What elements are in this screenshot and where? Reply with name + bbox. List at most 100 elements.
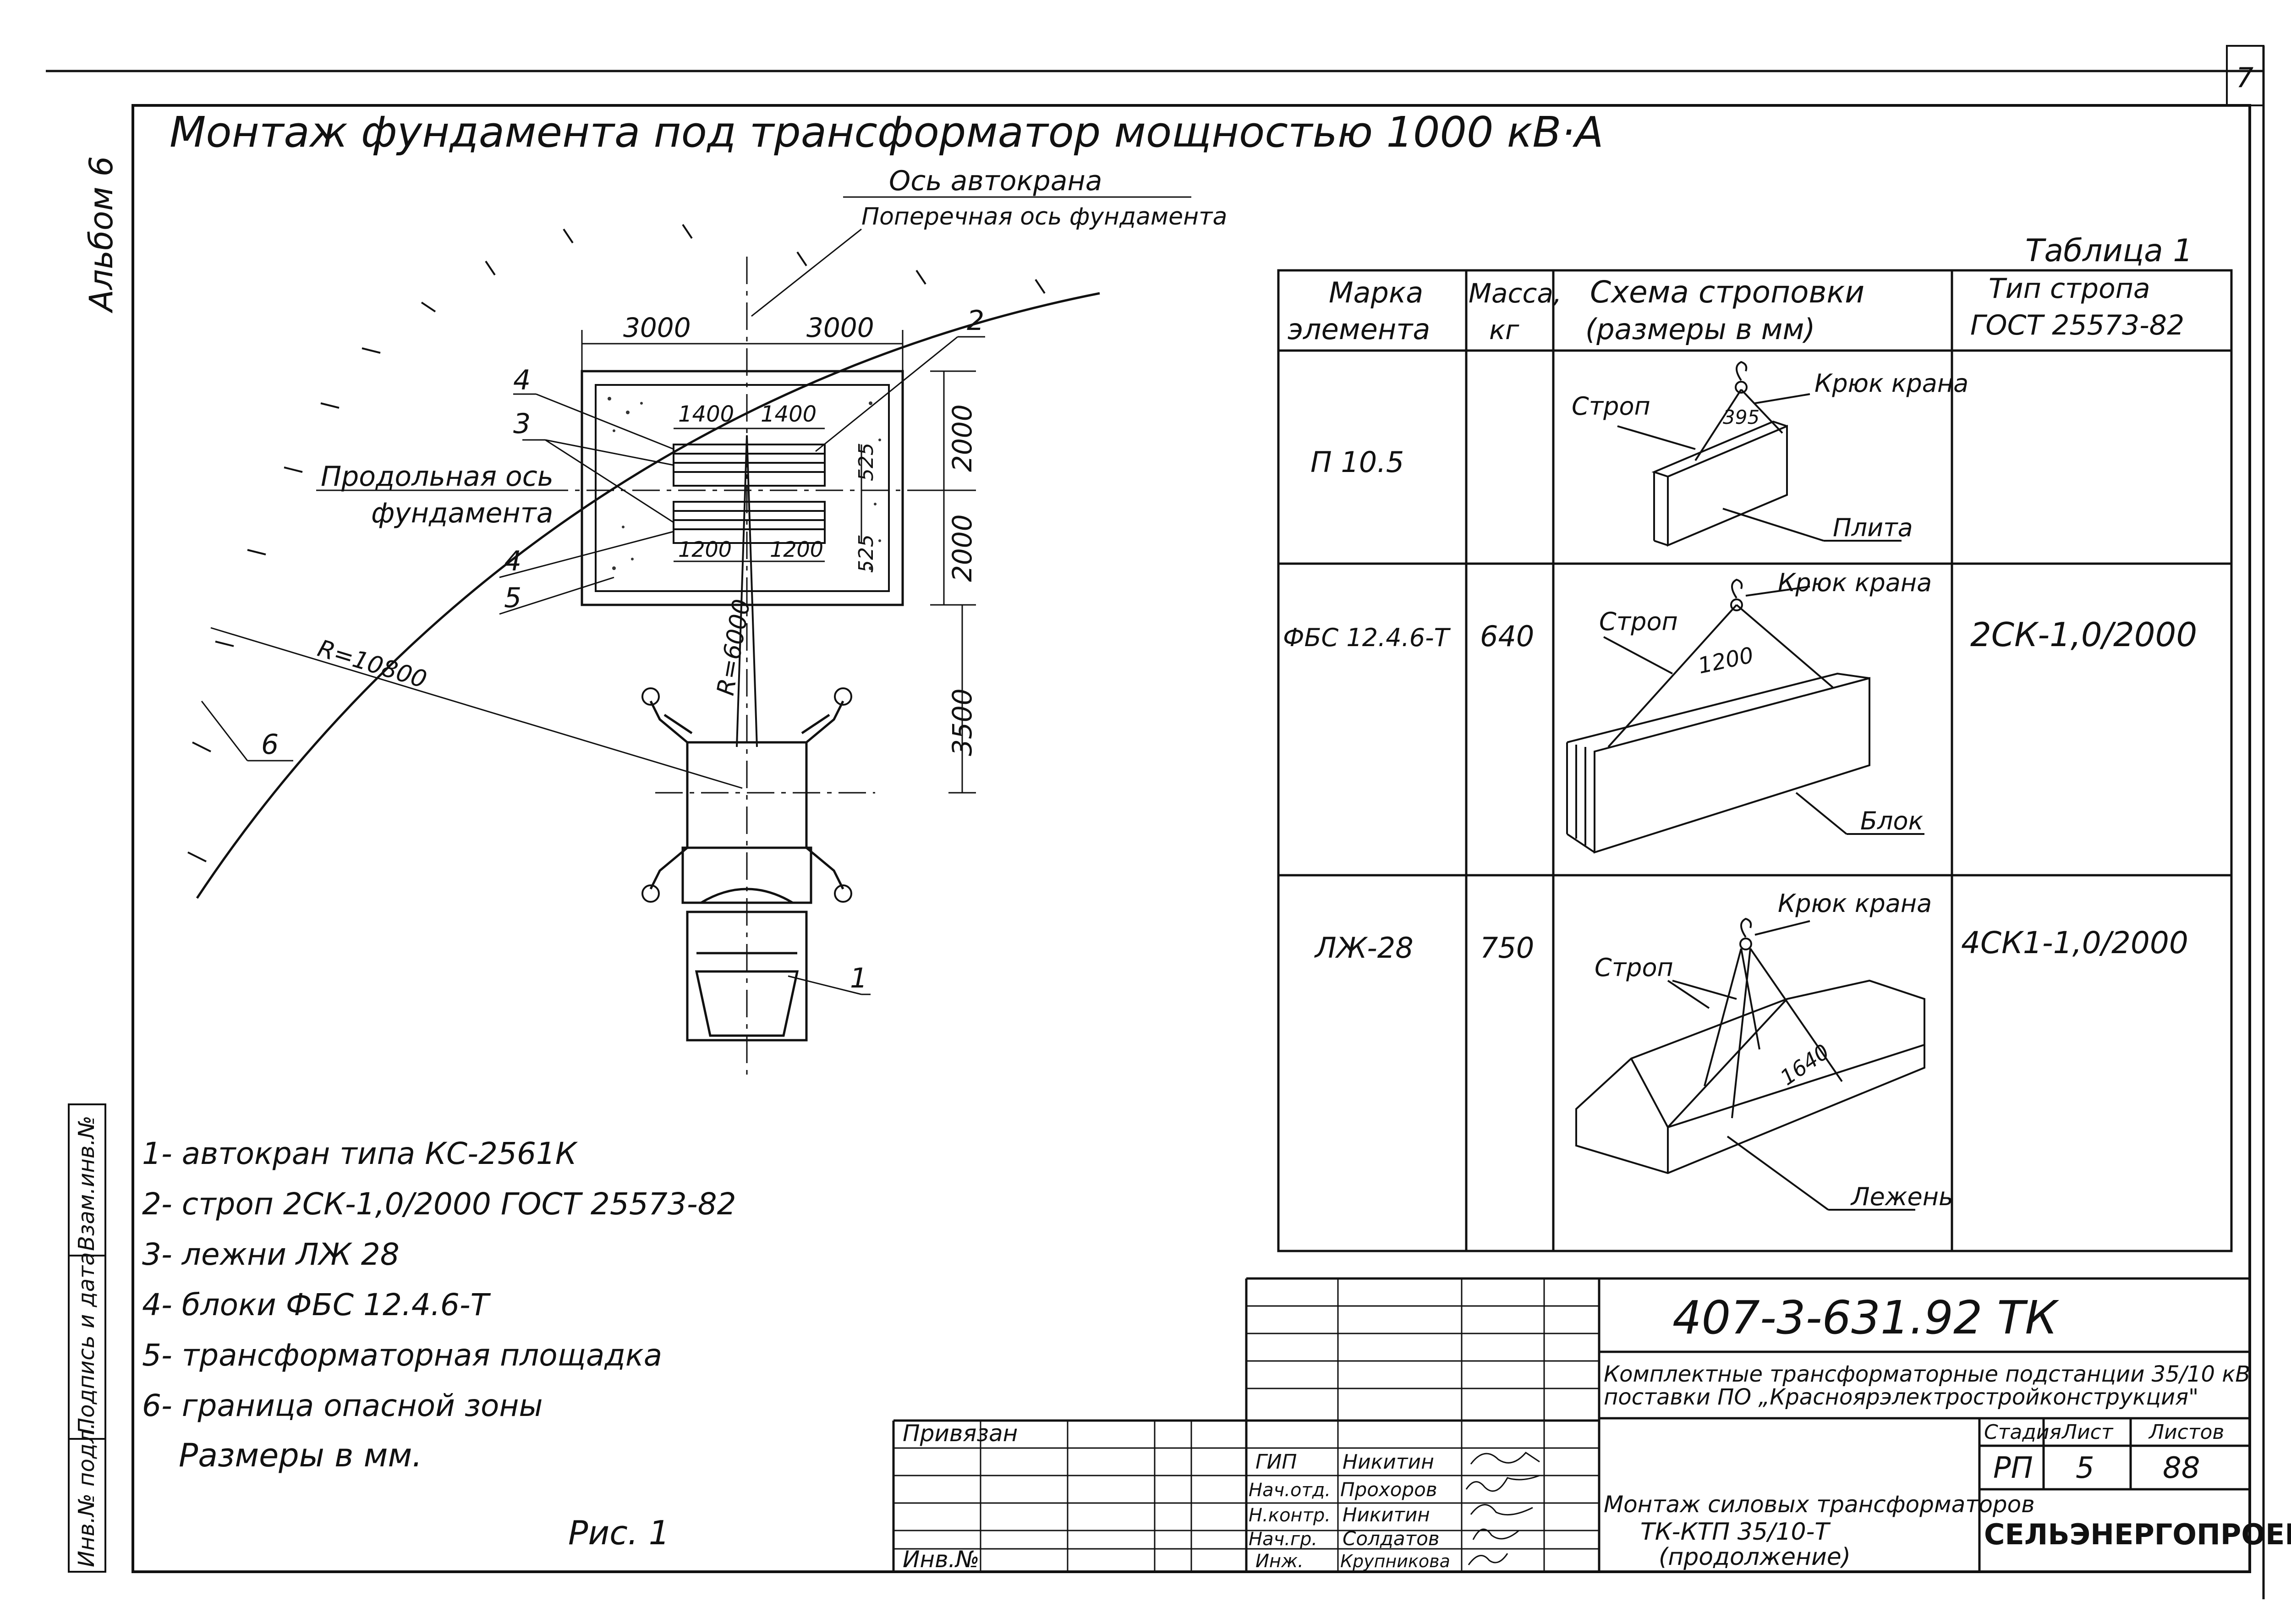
header-scheme-2: (размеры в мм) — [1585, 313, 1815, 346]
callout-3: 3 — [513, 408, 531, 440]
row1-label-plate: Плита — [1833, 513, 1913, 542]
row2-mark: ФБС 12.4.6-Т — [1283, 623, 1451, 652]
cross-axis-label: Поперечная ось фундамента — [861, 203, 1227, 230]
signatures — [1465, 1452, 1540, 1565]
header-mass-2: кг — [1489, 314, 1519, 346]
dim-2000-bottom: 2000 — [947, 514, 978, 582]
sheet-value: 5 — [2076, 1451, 2094, 1485]
legend-item-1: 1- автокран типа КС-2561К — [142, 1136, 578, 1171]
album-label: Альбом 6 — [82, 156, 120, 313]
dim-3000-left: 3000 — [623, 312, 691, 343]
header-mark-2: элемента — [1288, 313, 1430, 346]
callout-4-bottom: 4 — [504, 545, 521, 577]
role-gip: ГИП — [1255, 1450, 1297, 1474]
project-line-1: Комплектные трансформаторные подстанции … — [1604, 1361, 2250, 1387]
row1-plate-sketch — [1617, 361, 1902, 547]
side-stamp-inv: Инв.№ подл. — [74, 1422, 99, 1567]
row2-label-dim: 1200 — [1696, 642, 1756, 679]
row3-label-sleeper: Лежень — [1850, 1182, 1953, 1211]
slinging-table: Таблица 1 Марка элемента Масса, кг Схема… — [1277, 233, 2233, 1252]
row1-mark: П 10.5 — [1310, 445, 1404, 479]
name-group: Солдатов — [1343, 1527, 1440, 1550]
sheet-number: 7 — [2236, 62, 2253, 94]
row1-label-sling: Строп — [1572, 392, 1650, 421]
dim-radius-6000: R=6000 — [712, 597, 756, 697]
dim-3000-right: 3000 — [806, 312, 874, 343]
name-head: Прохоров — [1340, 1478, 1437, 1501]
role-group: Нач.гр. — [1249, 1529, 1317, 1550]
long-axis-label-2: фундамента — [371, 497, 553, 529]
header-sling-2: ГОСТ 25573-82 — [1970, 309, 2184, 341]
dim-1400-left: 1400 — [678, 401, 734, 427]
stage-value: РП — [1993, 1451, 2033, 1485]
sheet-label: Лист — [2061, 1421, 2114, 1444]
name-gip: Никитин — [1343, 1450, 1434, 1474]
role-head: Нач.отд. — [1249, 1480, 1331, 1501]
organization: СЕЛЬЭНЕРГОПРОЕКТ — [1984, 1518, 2291, 1551]
crane-axis-label: Ось автокрана — [889, 165, 1102, 197]
legend-units: Размеры в мм. — [179, 1437, 422, 1474]
legend-item-3: 3- лежни ЛЖ 28 — [142, 1237, 400, 1272]
pit-hatching — [608, 397, 881, 570]
side-stamp — [68, 1103, 106, 1573]
dim-1200-left: 1200 — [678, 537, 732, 562]
legend-item-5: 5- трансформаторная площадка — [142, 1338, 662, 1373]
callout-2: 2 — [967, 305, 984, 337]
row3-label-sling: Строп — [1595, 953, 1673, 982]
side-stamp-replace: Взам.инв.№ — [74, 1116, 99, 1251]
side-stamp-sign: Подпись и дата — [74, 1252, 99, 1434]
row2-sling: 2СК-1,0/2000 — [1970, 615, 2197, 654]
long-axis-label-1: Продольная ось — [321, 461, 554, 493]
dim-1200-right: 1200 — [770, 537, 823, 562]
row3-mass: 750 — [1480, 931, 1534, 965]
dim-3500: 3500 — [947, 688, 978, 756]
row2-label-hook: Крюк крана — [1778, 568, 1932, 597]
legend-item-6: 6- граница опасной зоны — [142, 1388, 543, 1423]
dim-525-bottom: 525 — [855, 534, 878, 573]
row1-label-hook: Крюк крана — [1814, 369, 1968, 398]
project-line-2: поставки ПО „Красноярэлектростройконстру… — [1604, 1384, 2198, 1410]
row3-sling: 4СК1-1,0/2000 — [1961, 925, 2188, 960]
bound-label: Привязан — [903, 1420, 1018, 1447]
row1-label-dim: 395 — [1723, 406, 1759, 428]
row3-label-hook: Крюк крана — [1778, 889, 1932, 918]
inv-label: Инв.№ — [903, 1546, 979, 1573]
radius-10800-line — [210, 627, 743, 789]
dimension-lines — [581, 330, 976, 794]
sheets-label: Листов — [2148, 1421, 2224, 1444]
crane-boom — [736, 435, 758, 747]
role-norm: Н.контр. — [1249, 1505, 1331, 1526]
row2-block-sketch — [1566, 578, 1924, 854]
danger-zone-ticks — [187, 224, 1046, 862]
drawing-title: Монтаж фундамента под трансформатор мощн… — [170, 108, 1604, 157]
callout-leaders — [201, 336, 985, 995]
crane-outriggers — [641, 687, 852, 903]
callout-6: 6 — [261, 729, 279, 761]
sheet-title-3: (продолжение) — [1659, 1543, 1851, 1571]
row2-mass: 640 — [1480, 620, 1534, 653]
dim-2000-top: 2000 — [947, 404, 978, 472]
dim-525-top: 525 — [855, 443, 878, 481]
title-block: 407-3-631.92 ТК Комплектные трансформато… — [892, 1277, 2291, 1573]
legend: 1- автокран типа КС-2561К 2- строп 2СК-1… — [142, 1136, 736, 1552]
dim-1400-right: 1400 — [761, 401, 817, 427]
figure-caption: Рис. 1 — [568, 1514, 669, 1552]
header-mass-1: Масса, — [1469, 278, 1562, 309]
stage-label: Стадия — [1984, 1421, 2061, 1444]
callout-1: 1 — [850, 962, 867, 994]
header-mark-1: Марка — [1329, 276, 1423, 309]
legend-item-2: 2- строп 2СК-1,0/2000 ГОСТ 25573-82 — [142, 1186, 736, 1222]
row3-mark: ЛЖ-28 — [1314, 931, 1414, 965]
header-sling-1: Тип стропа — [1989, 273, 2150, 305]
callout-4-top: 4 — [513, 364, 531, 396]
sheet-title-2: ТК-КТП 35/10-Т — [1640, 1518, 1831, 1546]
sheets-value: 88 — [2163, 1451, 2200, 1485]
callout-5: 5 — [504, 582, 521, 614]
sheet-title-1: Монтаж силовых трансформаторов — [1604, 1491, 2035, 1518]
header-scheme-1: Схема строповки — [1590, 274, 1864, 310]
doc-code: 407-3-631.92 ТК — [1672, 1291, 2059, 1344]
legend-item-4: 4- блоки ФБС 12.4.6-Т — [142, 1287, 491, 1322]
name-norm: Никитин — [1343, 1503, 1430, 1526]
danger-zone-boundary — [196, 292, 1100, 899]
